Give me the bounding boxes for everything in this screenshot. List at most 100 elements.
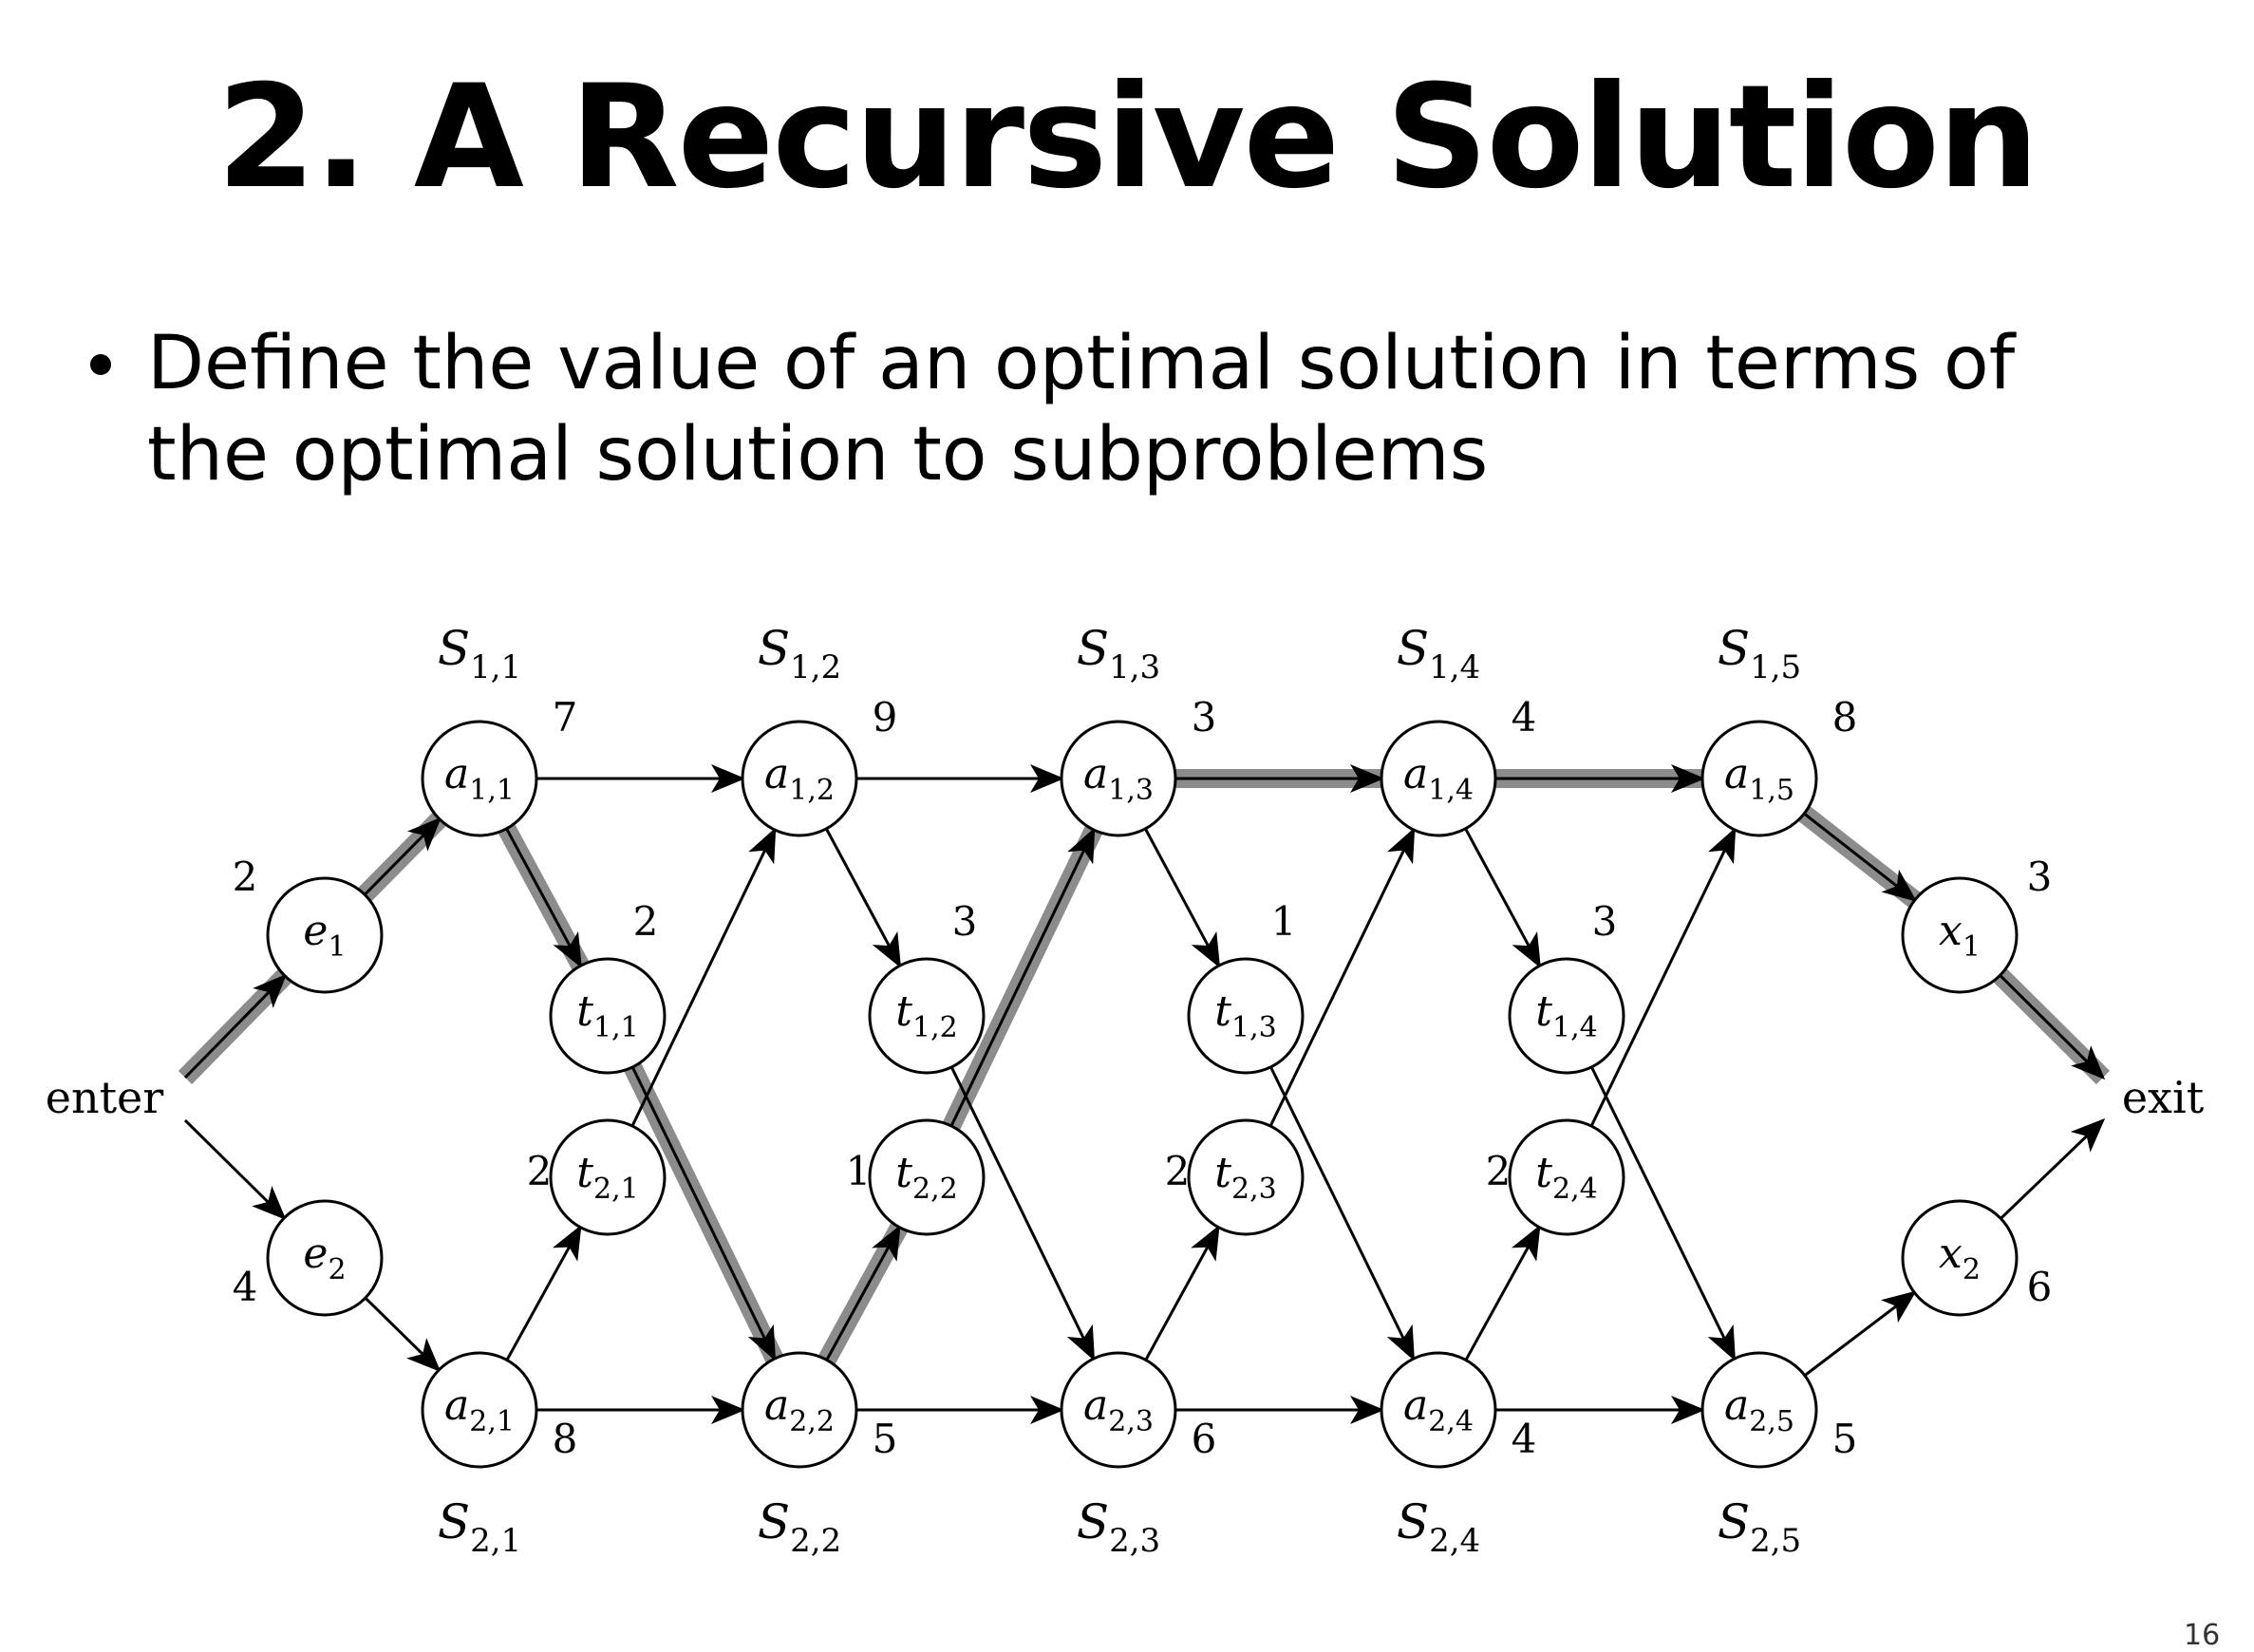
- node-a1-1-circle: [421, 720, 538, 837]
- node-a2-2-circle: [741, 1351, 858, 1469]
- cost-a1-3: 3: [1192, 694, 1217, 741]
- node-t1-2-label: t1,2: [895, 987, 957, 1044]
- node-a1-2: a1,2: [741, 720, 858, 837]
- station-label-S1-1: S1,1: [438, 621, 521, 686]
- edge-t24-a15: [1589, 827, 1737, 1127]
- cost-a2-2: 5: [873, 1416, 898, 1462]
- cost-a2-3: 6: [1192, 1416, 1217, 1462]
- edge-a12-t12: [825, 828, 902, 968]
- cost-t2-4: 2: [1486, 1148, 1512, 1194]
- node-a2-2-label: a2,2: [764, 1381, 835, 1438]
- edge-a23-t23: [1144, 1225, 1220, 1361]
- node-t1-1-label: t1,1: [576, 987, 638, 1044]
- node-t2-1-circle: [549, 1118, 667, 1236]
- station-label-S2-4: S2,4: [1397, 1494, 1480, 1560]
- node-e2: e2: [266, 1199, 384, 1317]
- cost-t1-1: 2: [633, 898, 659, 945]
- node-t1-2: t1,2: [868, 957, 986, 1075]
- edge-layer: [183, 764, 2106, 1424]
- node-a1-5-circle: [1700, 720, 1818, 837]
- node-e2-circle: [266, 1199, 384, 1317]
- edge-a15-x1: [1803, 812, 1918, 902]
- station-label-S1-5: S1,5: [1718, 621, 1801, 686]
- node-a1-2-label: a1,2: [764, 750, 835, 807]
- cost-a2-1: 8: [553, 1416, 578, 1462]
- highlight-path-layer: [178, 769, 2111, 1365]
- node-a2-5-label: a2,5: [1724, 1381, 1794, 1438]
- node-a1-4-label: a1,4: [1403, 750, 1474, 807]
- node-t2-2: t2,2: [868, 1118, 986, 1236]
- edge-a24-t24: [1464, 1224, 1541, 1361]
- cost-t2-2: 1: [846, 1148, 872, 1194]
- page-number: 16: [2184, 1619, 2221, 1652]
- edge-e2-a21: [364, 1296, 441, 1373]
- slide-title: 2. A Recursive Solution: [216, 55, 2038, 220]
- edge-t14-a25: [1590, 1066, 1736, 1361]
- station-label-S1-2: S1,2: [758, 621, 841, 686]
- node-t1-4-label: t1,4: [1535, 987, 1597, 1044]
- node-t1-3-circle: [1187, 957, 1305, 1075]
- cost-a1-1: 7: [553, 694, 578, 741]
- node-a2-3-circle: [1060, 1351, 1177, 1469]
- node-a1-4: a1,4: [1380, 720, 1497, 837]
- node-t1-4-circle: [1508, 957, 1625, 1075]
- station-label-S2-5: S2,5: [1718, 1494, 1801, 1560]
- exit-label: exit: [2122, 1072, 2205, 1123]
- node-t2-3-circle: [1187, 1118, 1305, 1236]
- node-x1: x1: [1901, 876, 2019, 994]
- node-a1-4-circle: [1380, 720, 1497, 837]
- node-t2-4-label: t2,4: [1535, 1149, 1597, 1206]
- edge-a14-t14: [1464, 828, 1541, 968]
- node-a2-1-circle: [421, 1351, 538, 1469]
- cost-t2-1: 2: [527, 1148, 553, 1194]
- node-a1-3-label: a1,3: [1083, 750, 1154, 807]
- enter-label: enter: [46, 1072, 164, 1123]
- station-label-S1-4: S1,4: [1397, 621, 1480, 686]
- node-x2-label: x2: [1939, 1230, 1981, 1286]
- edge-t22-a13: [949, 827, 1096, 1127]
- node-a1-1-label: a1,1: [444, 750, 515, 807]
- edge-t13-a24: [1269, 1066, 1415, 1361]
- node-t1-1: t1,1: [549, 957, 667, 1075]
- bullet-dot-icon: [90, 354, 111, 375]
- node-t2-1-label: t2,1: [576, 1149, 638, 1206]
- station-label-S2-2: S2,2: [758, 1494, 841, 1560]
- node-a2-4: a2,4: [1380, 1351, 1497, 1469]
- node-t2-2-label: t2,2: [895, 1149, 957, 1206]
- cost-x2: 6: [2027, 1264, 2053, 1310]
- edge-x1-exit: [1999, 974, 2106, 1080]
- edge-a25-x2: [1803, 1290, 1917, 1377]
- node-t2-1: t2,1: [549, 1118, 667, 1236]
- node-a1-5-label: a1,5: [1724, 750, 1794, 807]
- node-a1-3-circle: [1060, 720, 1177, 837]
- node-t1-2-circle: [868, 957, 986, 1075]
- cost-a1-4: 4: [1512, 694, 1537, 741]
- node-a2-3-label: a2,3: [1083, 1381, 1154, 1438]
- node-t2-3: t2,3: [1187, 1118, 1305, 1236]
- node-t2-4: t2,4: [1508, 1118, 1625, 1236]
- cost-e2: 4: [233, 1264, 258, 1310]
- node-x2: x2: [1901, 1199, 2019, 1317]
- cost-a1-5: 8: [1832, 694, 1858, 741]
- node-t2-4-circle: [1508, 1118, 1625, 1236]
- node-t1-3-label: t1,3: [1214, 987, 1276, 1044]
- node-t2-2-circle: [868, 1118, 986, 1236]
- cost-t1-3: 1: [1271, 898, 1297, 945]
- station-label-S2-1: S2,1: [438, 1494, 521, 1560]
- station-label-S2-3: S2,3: [1077, 1494, 1160, 1560]
- bullet-text: Define the value of an optimal solution …: [147, 321, 2016, 497]
- node-a1-2-circle: [741, 720, 858, 837]
- node-e1-circle: [266, 876, 384, 994]
- edge-t12-a23: [949, 1066, 1096, 1361]
- node-a2-3: a2,3: [1060, 1351, 1177, 1469]
- node-a2-2: a2,2: [741, 1351, 858, 1469]
- station-label-S1-3: S1,3: [1077, 621, 1160, 686]
- cost-a2-5: 5: [1832, 1416, 1858, 1462]
- node-x2-circle: [1901, 1199, 2019, 1317]
- node-a1-3: a1,3: [1060, 720, 1177, 837]
- edge-t21-a12: [630, 827, 777, 1127]
- node-e1: e1: [266, 876, 384, 994]
- cost-a2-4: 4: [1512, 1416, 1537, 1462]
